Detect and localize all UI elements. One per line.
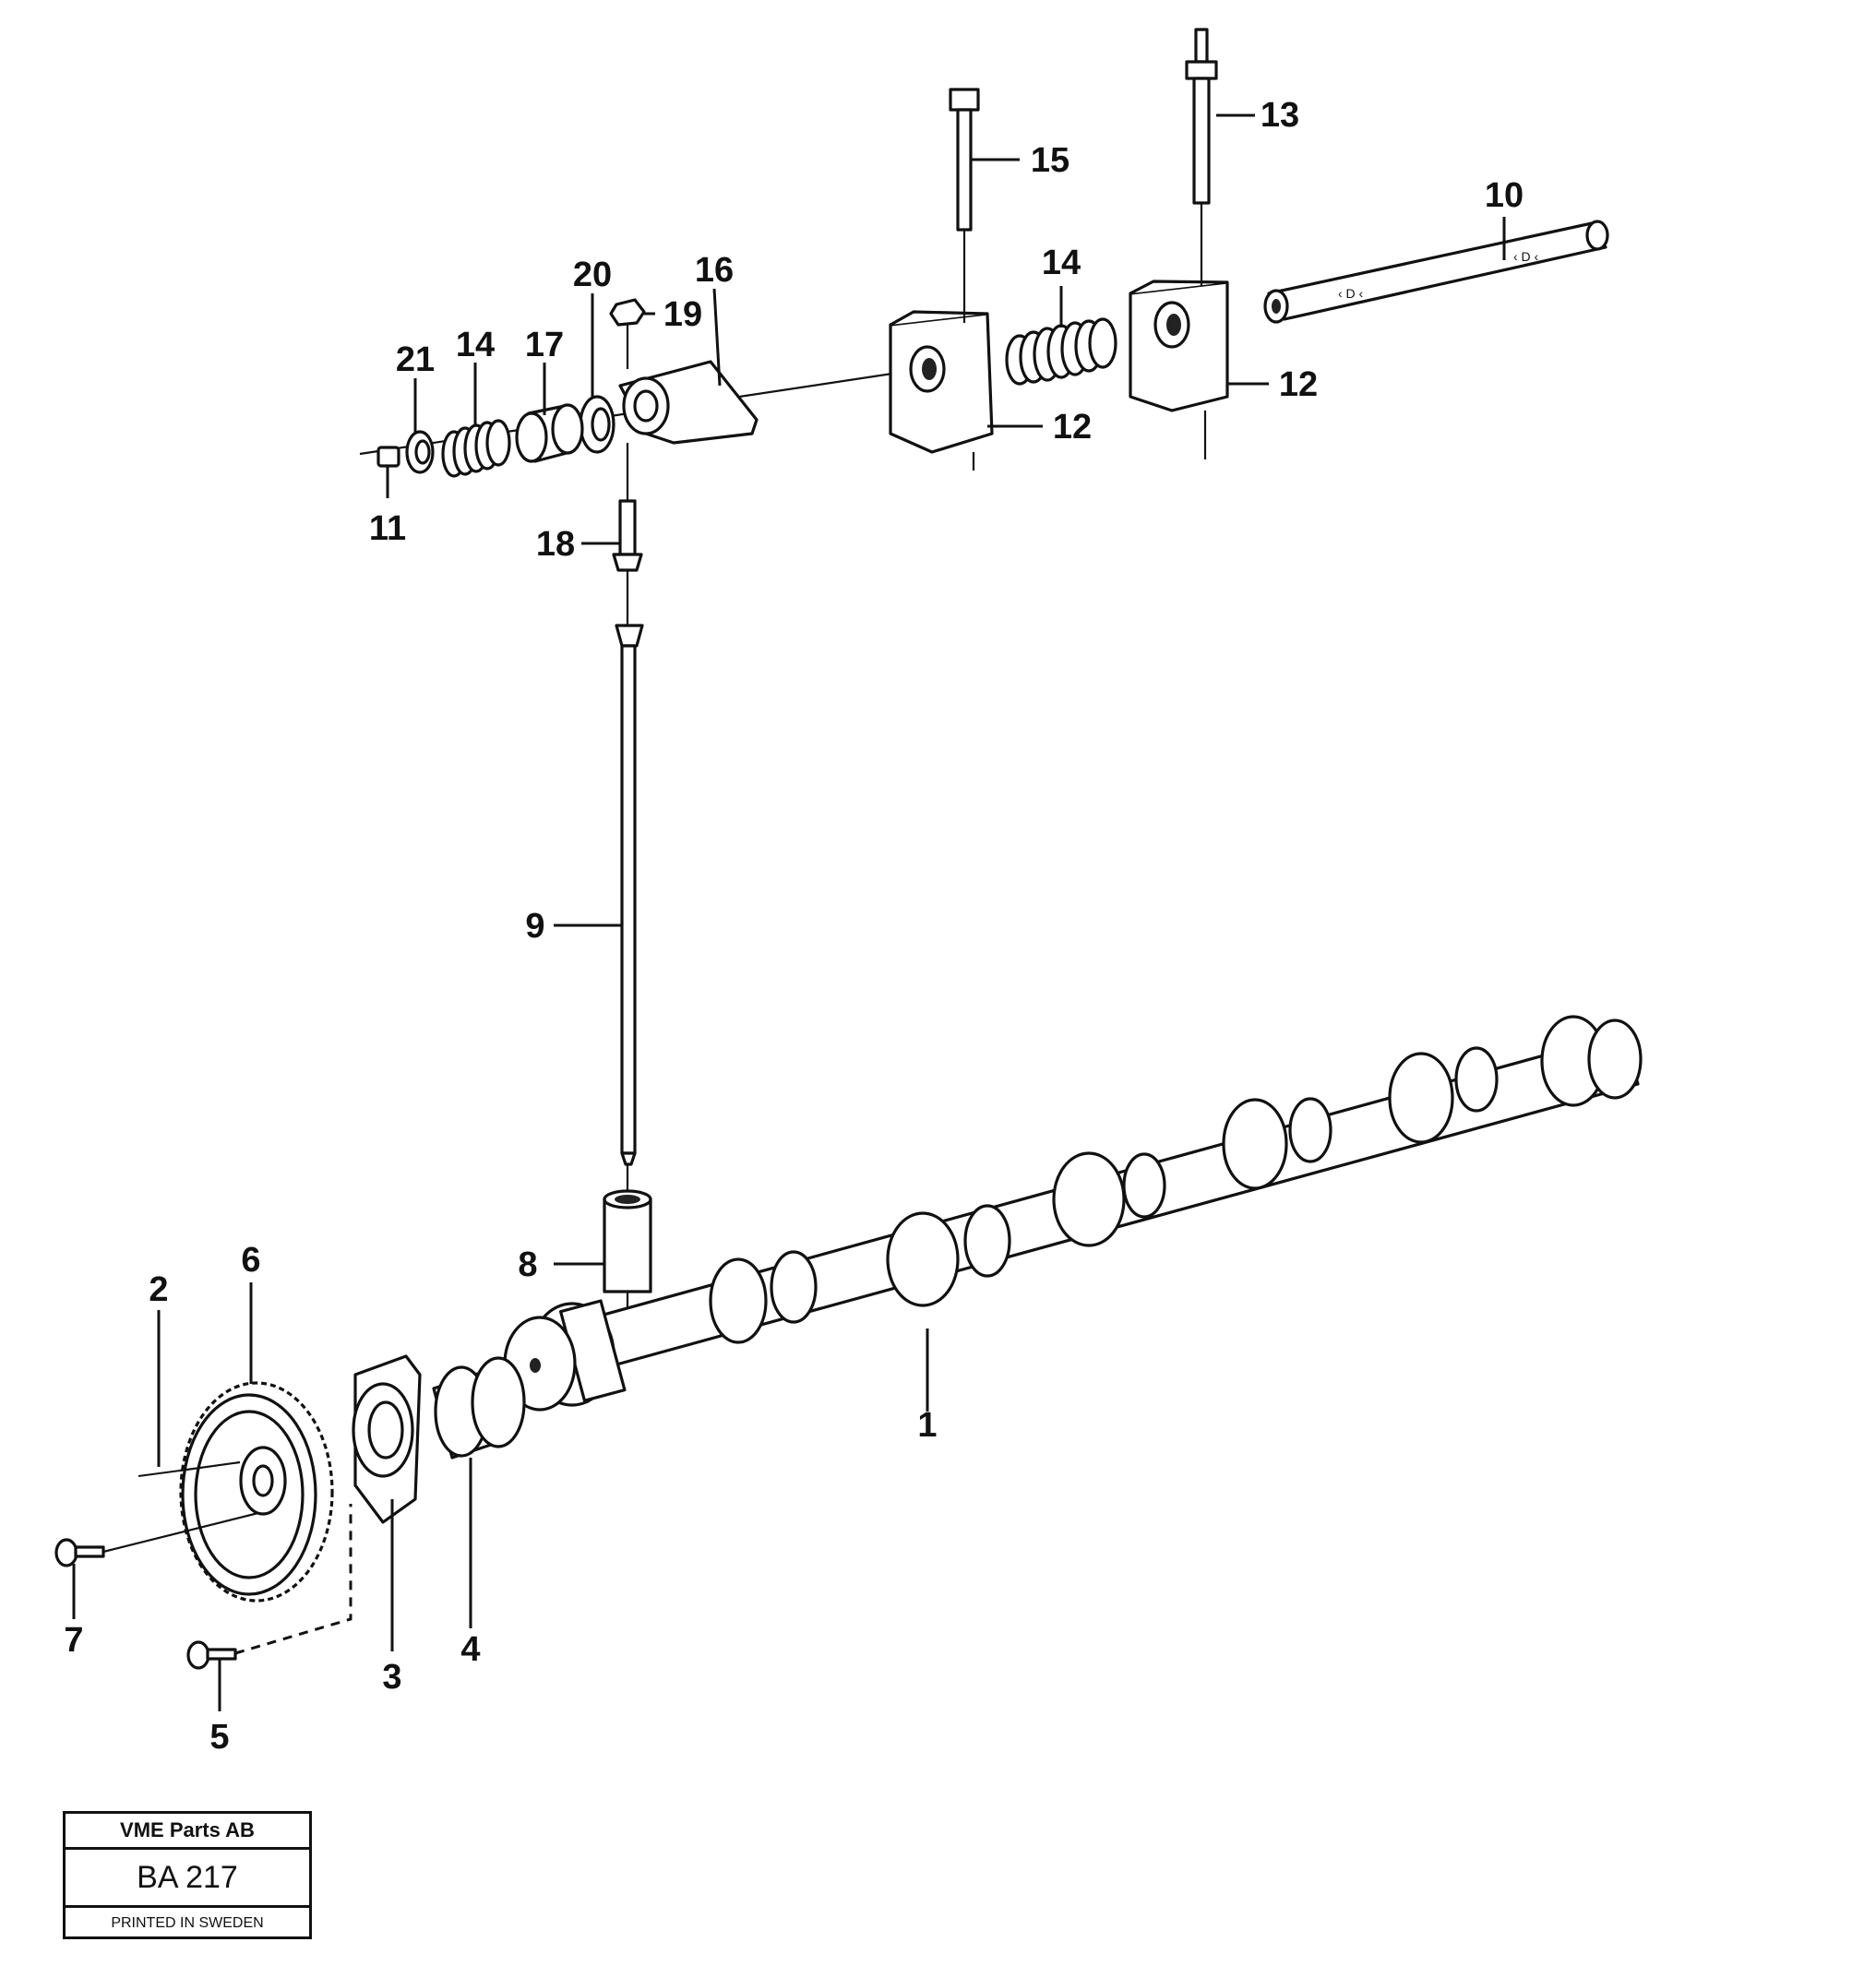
callout-20: 20 bbox=[573, 256, 612, 294]
stud-13 bbox=[1185, 28, 1218, 286]
callout-4: 4 bbox=[460, 1630, 480, 1669]
callout-6: 6 bbox=[241, 1241, 260, 1280]
title-block: VME Parts AB BA 217 PRINTED IN SWEDEN bbox=[63, 1811, 312, 1939]
callout-9: 9 bbox=[525, 907, 544, 946]
sleeve-17 bbox=[515, 403, 584, 463]
callout-3: 3 bbox=[382, 1658, 401, 1697]
bolt-5 bbox=[186, 1504, 352, 1670]
callout-labels: 1 2 3 4 5 6 7 8 9 10 11 12 12 13 14 14 1… bbox=[64, 96, 1524, 1757]
callout-13: 13 bbox=[1261, 96, 1299, 135]
callout-1: 1 bbox=[917, 1406, 937, 1445]
callout-2: 2 bbox=[149, 1270, 168, 1309]
company-name: VME Parts AB bbox=[66, 1814, 309, 1850]
washer-20 bbox=[579, 395, 615, 454]
callout-12-right: 12 bbox=[1279, 365, 1318, 404]
svg-text:‹ D ‹: ‹ D ‹ bbox=[1338, 286, 1364, 301]
callout-5: 5 bbox=[209, 1718, 229, 1757]
spring-14-right bbox=[1005, 317, 1117, 386]
thrust-flange-3 bbox=[352, 1354, 422, 1524]
callout-14-right: 14 bbox=[1042, 244, 1081, 282]
rocker-bracket-right bbox=[1129, 280, 1229, 459]
callout-17: 17 bbox=[525, 326, 564, 364]
callout-12-left: 12 bbox=[1053, 408, 1092, 447]
adjusting-screw-18 bbox=[612, 443, 643, 626]
tappet-8 bbox=[603, 1164, 652, 1347]
rocker-arm bbox=[618, 360, 759, 445]
callout-15: 15 bbox=[1031, 141, 1069, 180]
rocker-bracket-left bbox=[889, 310, 994, 471]
callout-8: 8 bbox=[518, 1245, 537, 1284]
callout-19: 19 bbox=[663, 295, 702, 334]
bolt-15 bbox=[949, 88, 980, 323]
callout-16: 16 bbox=[695, 251, 734, 290]
callout-21: 21 bbox=[396, 340, 435, 379]
bolt-7 bbox=[54, 1511, 259, 1567]
callout-11: 11 bbox=[369, 509, 406, 548]
camshaft bbox=[503, 1015, 1643, 1412]
printed-in-label: PRINTED IN SWEDEN bbox=[111, 1915, 264, 1931]
push-rod-9 bbox=[615, 624, 644, 1166]
spring-14-left bbox=[441, 419, 511, 478]
callout-14-left: 14 bbox=[456, 326, 495, 364]
nut-19 bbox=[609, 298, 646, 369]
callout-10: 10 bbox=[1485, 176, 1524, 215]
leader-lines bbox=[72, 113, 1506, 1711]
callout-7: 7 bbox=[64, 1621, 83, 1660]
svg-text:‹ D ‹: ‹ D ‹ bbox=[1513, 249, 1539, 264]
timing-gear-6 bbox=[179, 1381, 334, 1603]
bushing-4 bbox=[432, 1356, 526, 1460]
rocker-shaft: ‹ D ‹ ‹ D ‹ bbox=[1263, 220, 1609, 324]
callout-18: 18 bbox=[536, 525, 575, 564]
circlip-11 bbox=[376, 446, 400, 468]
washer-21 bbox=[405, 430, 435, 474]
pin-2 bbox=[137, 1460, 241, 1477]
drawing-code: BA 217 bbox=[66, 1850, 309, 1908]
